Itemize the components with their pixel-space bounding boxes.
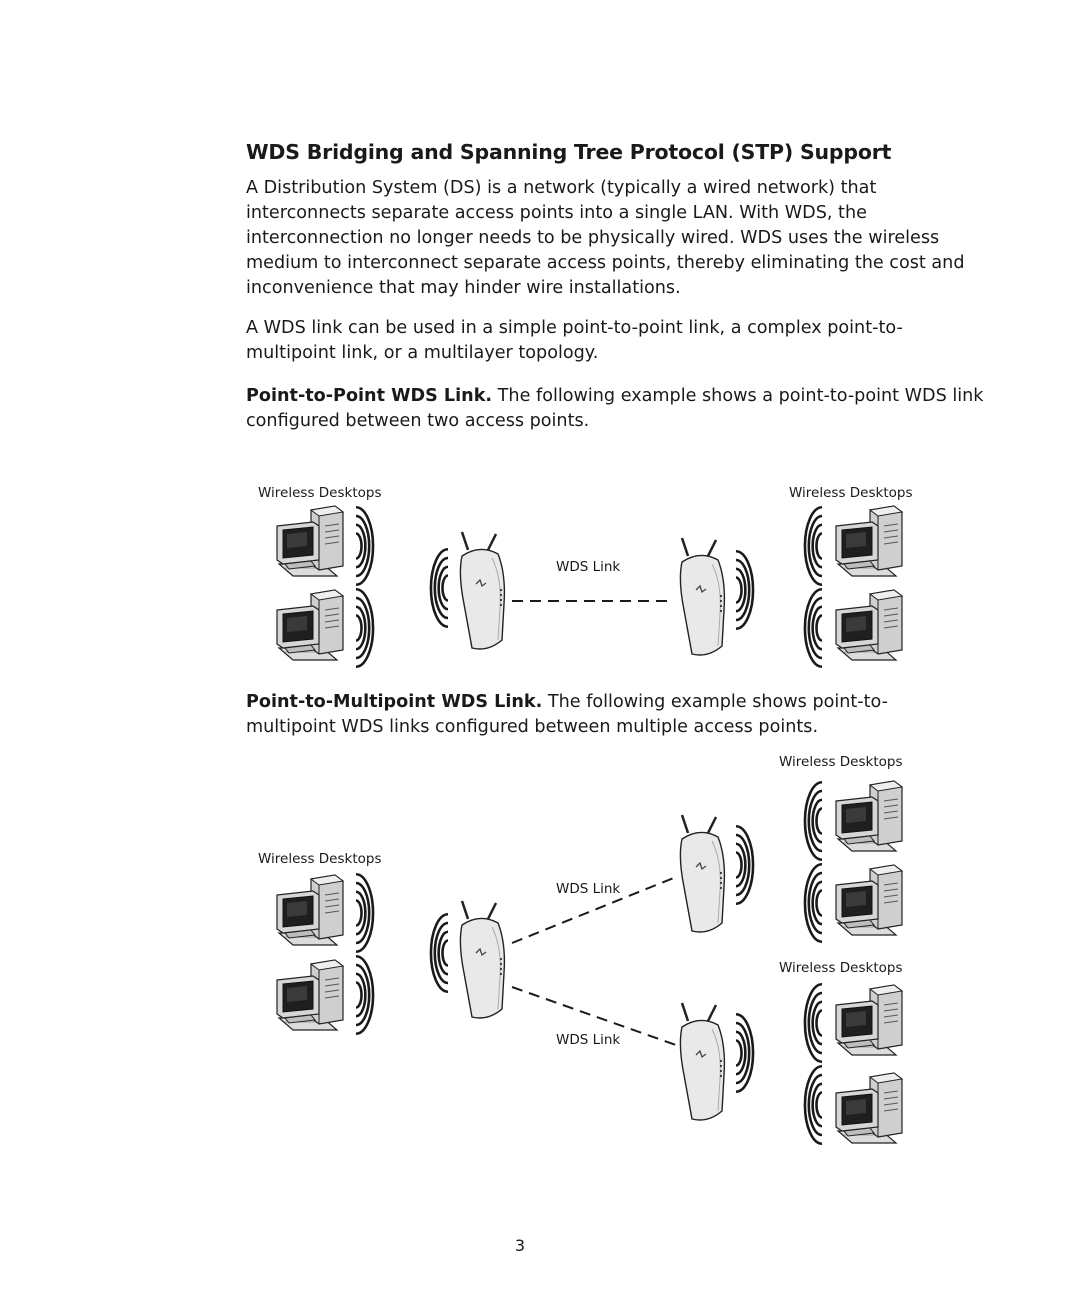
point-to-multipoint-diagram: Wireless Desktops Wireless Desktops WDS … [0,745,1080,1170]
access-point-icon [459,531,506,650]
wireless-signal-icon [429,912,449,994]
wireless-signal-icon [803,780,823,862]
paragraph-wds-link-types: A WDS link can be used in a simple point… [246,318,903,363]
wds-link-label-bottom: WDS Link [556,1032,621,1048]
wireless-desktops-label-right: Wireless Desktops [789,485,913,501]
point-to-multipoint-text: The following example shows point-to-mul… [246,692,888,737]
wireless-desktops-label-top-right: Wireless Desktops [779,754,903,770]
desktop-computer-icon [835,984,904,1056]
wds-link-label: WDS Link [556,559,621,575]
desktop-computer-icon [835,864,904,936]
wireless-signal-icon [735,1012,755,1094]
desktop-computer-icon [276,874,345,946]
access-point-icon [679,814,726,933]
wireless-signal-icon [803,587,823,669]
access-point-icon [679,1002,726,1121]
wireless-signal-icon [735,824,755,906]
point-to-point-text: The following example shows a point-to-p… [246,386,984,431]
paragraph-point-to-multipoint: Point-to-Multipoint WDS Link. The follow… [246,690,946,740]
page-number: 3 [514,1236,526,1255]
desktop-computer-icon [835,505,904,577]
wireless-signal-icon [803,862,823,944]
wireless-signal-icon [429,547,449,629]
point-to-point-diagram: Wireless Desktops Wireless Desktops WDS … [0,470,1080,685]
desktop-computer-icon [835,1072,904,1144]
desktop-computer-icon [835,589,904,661]
wireless-signal-icon [803,982,823,1064]
paragraph-point-to-point: Point-to-Point WDS Link. The following e… [246,384,986,434]
wireless-signal-icon [355,587,375,669]
paragraph-distribution-system: A Distribution System (DS) is a network … [246,178,965,298]
wireless-desktops-label-bottom-right: Wireless Desktops [779,960,903,976]
point-to-multipoint-lead: Point-to-Multipoint WDS Link. [246,692,543,712]
point-to-point-lead: Point-to-Point WDS Link. [246,386,493,406]
desktop-computer-icon [276,589,345,661]
point-to-point-diagram-figure [276,505,904,669]
desktop-computer-icon [276,505,345,577]
wds-link-line [511,986,677,1046]
wds-link-line [511,876,677,944]
desktop-computer-icon [276,959,345,1031]
point-to-multipoint-diagram-figure [276,780,904,1146]
desktop-computer-icon [835,780,904,852]
access-point-icon [459,900,506,1019]
wireless-desktops-label-left: Wireless Desktops [258,485,382,501]
wireless-signal-icon [355,954,375,1036]
wireless-signal-icon [803,1064,823,1146]
access-point-icon [679,537,726,656]
wds-link-label-top: WDS Link [556,881,621,897]
wireless-signal-icon [355,872,375,954]
section-heading: WDS Bridging and Spanning Tree Protocol … [246,140,892,164]
wireless-desktops-label-left: Wireless Desktops [258,851,382,867]
wireless-signal-icon [355,505,375,587]
wireless-signal-icon [735,549,755,631]
wireless-signal-icon [803,505,823,587]
